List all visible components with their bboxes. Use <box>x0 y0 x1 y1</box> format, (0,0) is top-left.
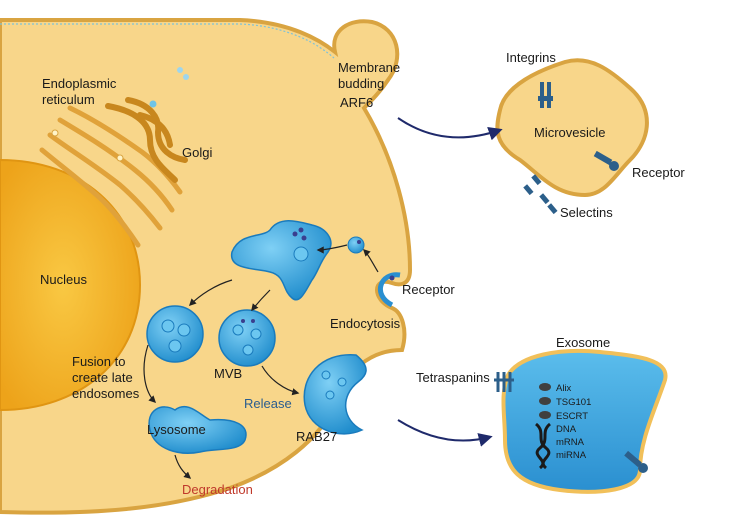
label-er-1: Endoplasmic <box>42 76 117 91</box>
receptor-protein-mv <box>593 150 619 171</box>
label-release: Release <box>244 396 292 411</box>
cargo-tsg101: TSG101 <box>556 397 591 408</box>
endosome-receptors <box>292 227 307 241</box>
arrow-to-microvesicle <box>397 117 503 141</box>
selectin-protein <box>523 174 558 215</box>
release-mvb <box>303 354 367 435</box>
integrin-protein <box>538 82 553 108</box>
label-degradation: Degradation <box>182 482 253 497</box>
label-nucleus: Nucleus <box>40 272 87 287</box>
endocytosis-pit <box>378 272 401 308</box>
label-tetraspanins: Tetraspanins <box>416 370 490 385</box>
early-endosome <box>231 220 332 301</box>
label-receptor-mv: Receptor <box>632 165 685 180</box>
label-fusion-2: create late <box>72 370 133 385</box>
cargo-dna: DNA <box>556 424 577 435</box>
receptor-protein-exo <box>624 450 648 473</box>
golgi <box>105 97 188 183</box>
label-mvb: MVB <box>214 366 242 381</box>
cargo-mrna: mRNA <box>556 437 585 448</box>
label-receptor-cell: Receptor <box>402 282 455 297</box>
label-fusion-3: endosomes <box>72 386 140 401</box>
label-integrins: Integrins <box>506 50 556 65</box>
label-rab27: RAB27 <box>296 429 337 444</box>
label-budding-2: budding <box>338 76 384 91</box>
cargo-alix: Alix <box>556 383 572 394</box>
label-arf6: ARF6 <box>340 95 373 110</box>
label-golgi: Golgi <box>182 145 212 160</box>
lysosome <box>148 405 247 454</box>
label-selectins: Selectins <box>560 205 613 220</box>
label-fusion-1: Fusion to <box>72 354 125 369</box>
arrow-to-exosome <box>397 419 493 447</box>
cargo-ovals <box>539 383 551 419</box>
label-exosome: Exosome <box>556 335 610 350</box>
label-lysosome: Lysosome <box>147 422 206 437</box>
cargo-escrt: ESCRT <box>556 411 588 422</box>
label-endocytosis: Endocytosis <box>330 316 401 331</box>
label-er-2: reticulum <box>42 92 95 107</box>
pathway-arrows <box>143 244 379 479</box>
late-endosome <box>146 305 204 363</box>
tetraspanin-protein <box>494 372 514 392</box>
label-microvesicle: Microvesicle <box>534 125 606 140</box>
label-budding-1: Membrane <box>338 60 400 75</box>
cargo-mirna: miRNA <box>556 450 587 461</box>
mvb <box>218 309 276 367</box>
